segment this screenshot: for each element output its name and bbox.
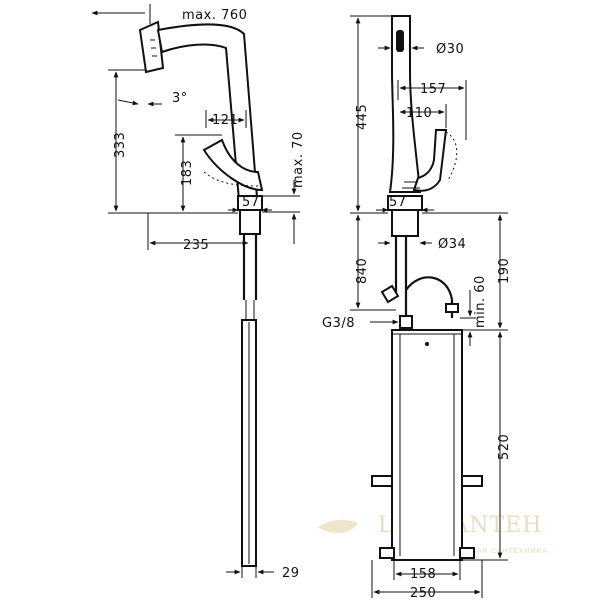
front-g38-connector xyxy=(399,315,413,329)
front-base-detail xyxy=(402,181,420,189)
front-lever-shape xyxy=(412,129,448,192)
dim-57-left-label: 57 xyxy=(242,195,260,210)
dim-max760-label: max. 760 xyxy=(182,8,247,23)
spray-head-shape xyxy=(138,20,165,74)
dim-angle-label: 3° xyxy=(172,91,188,106)
dim-183-label: 183 xyxy=(180,160,195,186)
front-pullout-hose-loop xyxy=(405,276,454,318)
cabinet-mount-hole xyxy=(425,342,429,346)
hose-connector xyxy=(245,300,255,320)
dim-157-label: 157 xyxy=(420,82,446,97)
dim-max70-label: max. 70 xyxy=(291,131,306,188)
front-hose-connector-b xyxy=(445,303,459,313)
dim-190-label: 190 xyxy=(497,258,512,284)
supply-hose-upper xyxy=(242,234,258,300)
front-lever-swing xyxy=(445,131,458,181)
front-supply-hoses xyxy=(394,236,408,316)
dim-840-label: 840 xyxy=(355,258,370,284)
front-spray-button xyxy=(396,30,404,52)
left-bracket xyxy=(371,475,393,487)
front-spout-column xyxy=(388,15,422,193)
front-shank-shape xyxy=(391,209,419,237)
dim-445-label: 445 xyxy=(355,104,370,130)
mounting-shank-shape xyxy=(239,209,261,235)
dim-dia34-label: Ø34 xyxy=(438,237,466,252)
left-foot xyxy=(379,547,395,559)
left-faucet-view: max. 760 333 3° 121 183 max. 70 57 235 xyxy=(91,4,306,581)
dim-235-label: 235 xyxy=(183,238,209,253)
dim-dia30-label: Ø30 xyxy=(436,42,464,57)
front-hose-connector-a xyxy=(380,284,400,304)
dim-29-label: 29 xyxy=(282,566,300,581)
dim-158-label: 158 xyxy=(410,567,436,582)
right-faucet-view: 445 Ø30 157 110 57 Ø34 840 G3/8 190 xyxy=(322,15,512,600)
right-bracket xyxy=(461,475,483,487)
dim-min60-label: min. 60 xyxy=(473,275,488,328)
dim-121-label: 121 xyxy=(212,113,238,128)
right-foot xyxy=(459,547,475,559)
dim-250-label: 250 xyxy=(410,586,436,600)
watermark-logo-icon xyxy=(318,519,358,533)
spray-head-buttons xyxy=(150,39,157,57)
dim-520-label: 520 xyxy=(497,434,512,460)
dim-333-label: 333 xyxy=(113,132,128,158)
dim-57-right-label: 57 xyxy=(389,195,407,210)
dim-g38-label: G3/8 xyxy=(322,316,355,331)
lever-swing-path xyxy=(203,171,259,187)
lever-handle-shape xyxy=(202,138,264,192)
dim-110-label: 110 xyxy=(406,106,432,121)
watermark-subtext: ЕВРОПЕЙСКАЯ САНТЕХНИКА xyxy=(426,546,548,555)
dim-angle-arrow-left xyxy=(117,99,139,106)
cabinet-outline xyxy=(391,329,463,561)
